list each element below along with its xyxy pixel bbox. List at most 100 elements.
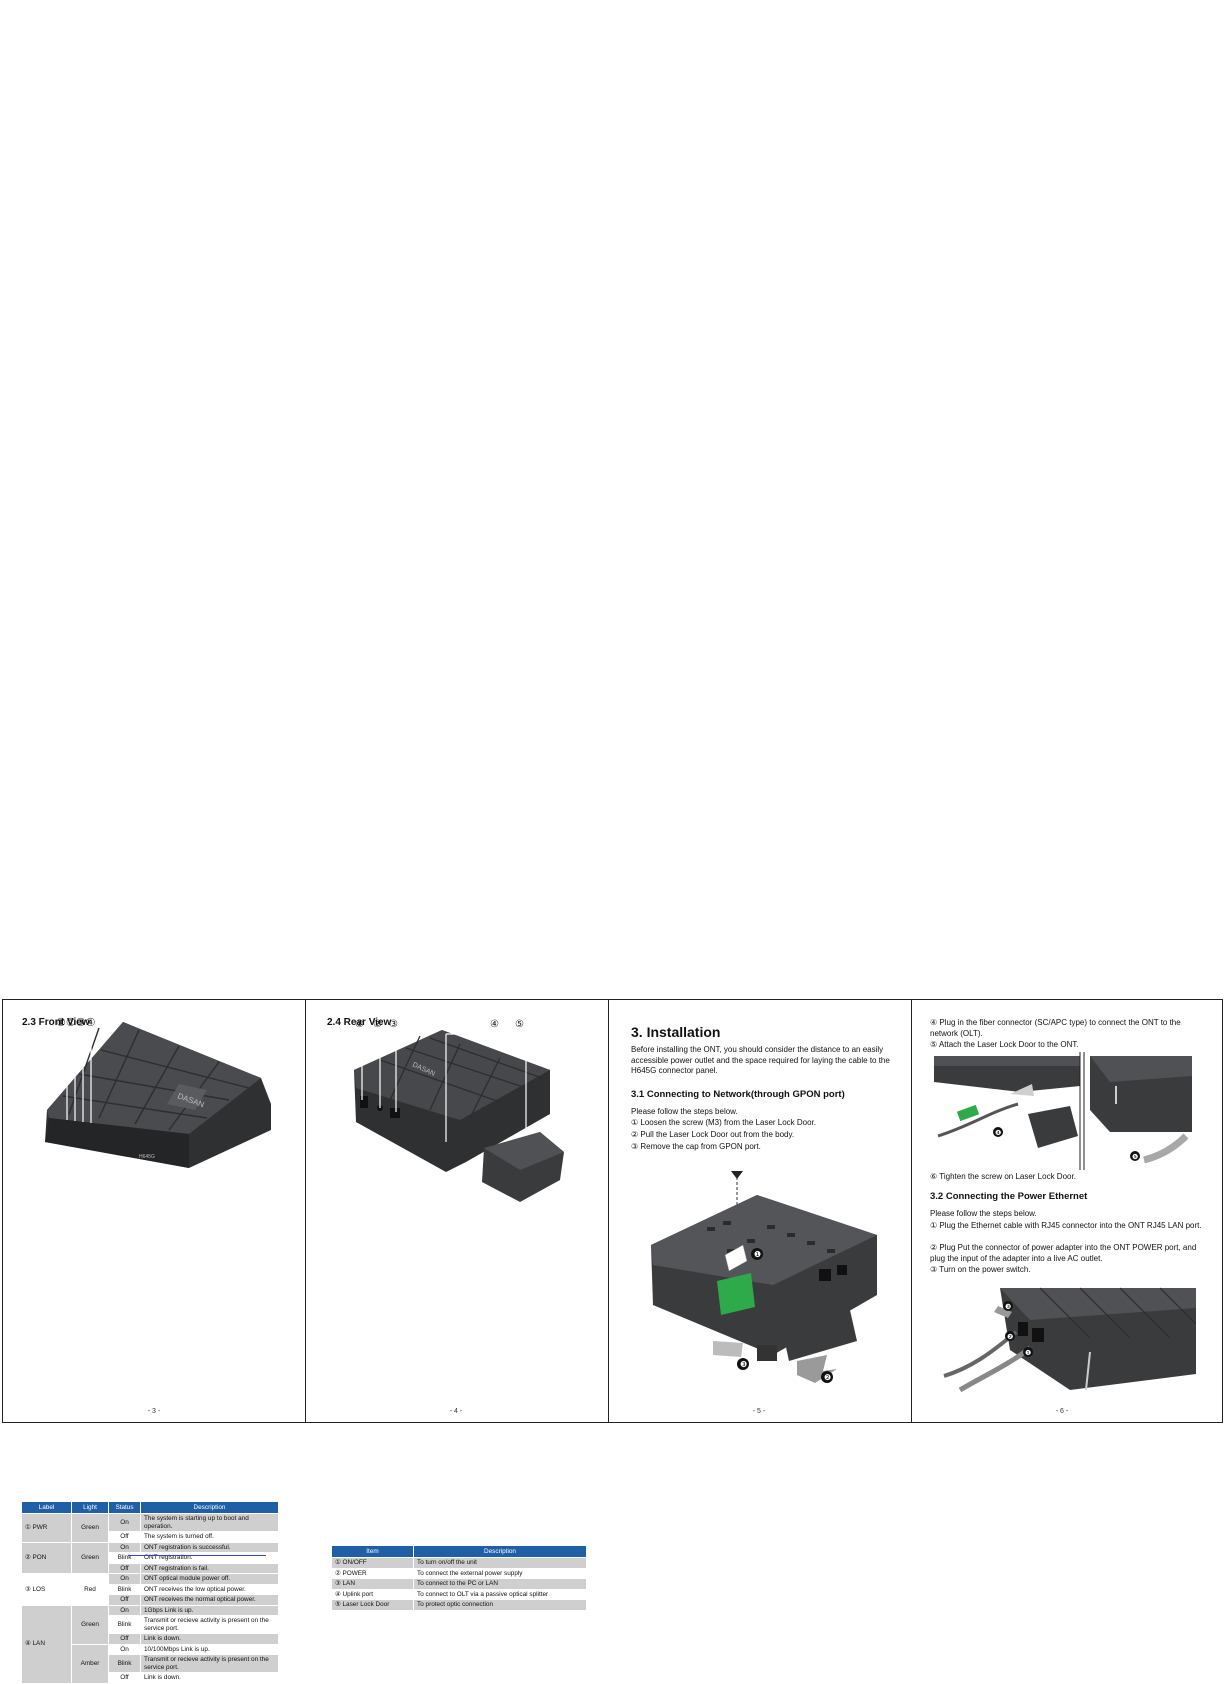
cell-status: Blink [109, 1616, 140, 1633]
page-divider [608, 1000, 609, 1422]
step-3: ③ Remove the cap from GPON port. [631, 1142, 761, 1151]
front-led-table: Label Light Status Description ① PWR Gre… [21, 1501, 279, 1684]
cell-status: Off [109, 1595, 140, 1605]
cell-desc: To connect the external power supply [414, 1568, 586, 1578]
cell-desc: Link is down. [141, 1634, 278, 1644]
marker-5: ❺ [1132, 1153, 1138, 1161]
cell-status: Off [109, 1634, 140, 1644]
cell-status: Blink [109, 1584, 140, 1594]
marker-1: ❶ [1025, 1349, 1031, 1357]
cell-light: Amber [72, 1644, 108, 1683]
cell-desc: To connect to the PC or LAN [414, 1579, 586, 1589]
th-status: Status [109, 1502, 140, 1513]
step-6: ⑥ Tighten the screw on Laser Lock Door. [930, 1172, 1076, 1181]
cell-desc: 1Gbps Link is up. [141, 1605, 278, 1615]
subsection-heading: 3.2 Connecting the Power Ethernet [930, 1191, 1088, 1202]
steps-intro: Please follow the steps below. [631, 1107, 738, 1116]
cell-desc: Link is down. [141, 1673, 278, 1683]
step-1: ① Loosen the screw (M3) from the Laser L… [631, 1118, 817, 1127]
page-connections: ④ Plug in the fiber connector (SC/APC ty… [912, 1000, 1222, 1422]
cell-desc: The system is starting up to boot and op… [141, 1514, 278, 1531]
cell-light: Green [72, 1542, 108, 1573]
marker-2: ❷ [824, 1373, 831, 1382]
callout-numbers: ①②③④ [56, 1017, 96, 1029]
manual-spread: 2.3 Front View ①②③④ DASAN H645G Label Li… [2, 999, 1223, 1683]
cell-item: ① ON/OFF [332, 1558, 413, 1568]
marker-2: ❷ [1007, 1333, 1013, 1341]
cell-status: On [109, 1542, 140, 1552]
cell-item: ⑤ Laser Lock Door [332, 1600, 413, 1610]
rear-view-illustration: DASAN [354, 1030, 564, 1202]
cell-status: On [109, 1514, 140, 1531]
cell-desc: Transmit or recieve activity is present … [141, 1616, 278, 1633]
step-2: ② Pull the Laser Lock Door out from the … [631, 1130, 795, 1139]
cell-light: Green [72, 1605, 108, 1644]
page-installation: 3. Installation Before installing the ON… [609, 1000, 911, 1422]
cell-status: Off [109, 1673, 140, 1683]
cell-desc: ONT registration is successful. [141, 1542, 278, 1552]
callout-1: ① [355, 1019, 364, 1030]
page-front-view: 2.3 Front View ①②③④ DASAN H645G Label Li… [3, 1000, 305, 1683]
cell-status: Blink [109, 1553, 140, 1563]
page-number: - 3 - [147, 1408, 161, 1415]
cell-item: ④ Uplink port [332, 1589, 413, 1599]
cell-desc: ONT receives the low optical power. [141, 1584, 278, 1594]
th-light: Light [72, 1502, 108, 1513]
fiber-connect-illustration: ❹ ❺ [934, 1052, 1192, 1170]
step-5: ⑤ Attach the Laser Lock Door to the ONT. [930, 1040, 1079, 1049]
power-step-2: ② Plug Put the connector of power adapte… [930, 1243, 1197, 1263]
cell-light: Red [72, 1574, 108, 1605]
page-rear-view: 2.4 Rear View ① ② ③ ④ ⑤ DASAN Item [306, 1000, 608, 1610]
subsection-heading: 3.1 Connecting to Network(through GPON p… [631, 1089, 845, 1100]
page-number: - 5 - [752, 1408, 766, 1415]
marker-3: ❸ [740, 1360, 747, 1369]
power-step-3: ③ Turn on the power switch. [930, 1265, 1031, 1274]
th-item: Item [332, 1546, 413, 1557]
cell-status: Blink [109, 1655, 140, 1672]
cell-label: ② PON [22, 1542, 71, 1573]
cell-desc: To protect optic connection [414, 1600, 586, 1610]
cell-label: ④ LAN [22, 1605, 71, 1683]
marker-1: ❶ [754, 1250, 761, 1259]
section-heading: 2.3 Front View [22, 1017, 90, 1028]
page-number: - 4 - [449, 1408, 463, 1415]
cell-status: On [109, 1605, 140, 1615]
cell-desc: ONT registration is fail. [141, 1563, 278, 1573]
cell-status: On [109, 1574, 140, 1584]
callout-3: ③ [389, 1019, 398, 1030]
page-divider [305, 1000, 306, 1422]
power-connect-illustration: ❸ ❷ ❶ [943, 1287, 1196, 1393]
callout-2: ② [373, 1019, 382, 1030]
marker-3: ❸ [1005, 1303, 1011, 1311]
page-number: - 6 - [1055, 1408, 1069, 1415]
cell-desc: The system is turned off. [141, 1532, 278, 1542]
callout-5: ⑤ [515, 1019, 524, 1030]
cell-light: Green [72, 1514, 108, 1542]
model-text: H645G [139, 1154, 155, 1160]
intro-paragraph: Before installing the ONT, you should co… [631, 1045, 890, 1075]
cell-desc: 10/100Mbps Link is up. [141, 1644, 278, 1654]
cell-desc: ONT receives the normal optical power. [141, 1595, 278, 1605]
callout-4: ④ [490, 1019, 499, 1030]
page-divider [911, 1000, 912, 1422]
th-description: Description [414, 1546, 586, 1557]
cell-item: ② POWER [332, 1568, 413, 1578]
cell-label: ③ LOS [22, 1574, 71, 1605]
cell-item: ③ LAN [332, 1579, 413, 1589]
gpon-install-illustration: ❶ ❷ ❸ [651, 1171, 877, 1383]
th-description: Description [141, 1502, 278, 1513]
cell-status: Off [109, 1532, 140, 1542]
cell-label: ① PWR [22, 1514, 71, 1542]
cell-status: On [109, 1644, 140, 1654]
chapter-heading: 3. Installation [631, 1024, 721, 1040]
front-view-illustration: DASAN H645G [45, 1022, 271, 1168]
step-4: ④ Plug in the fiber connector (SC/APC ty… [930, 1018, 1181, 1038]
section-heading: 2.4 Rear View [327, 1017, 392, 1028]
steps-intro: Please follow the steps below. [930, 1209, 1037, 1218]
cell-desc: Transmit or recieve activity is present … [141, 1655, 278, 1672]
cell-desc: To connect to OLT via a passive optical … [414, 1589, 586, 1599]
cell-desc: To turn on/off the unit [414, 1558, 586, 1568]
footer-link-underline[interactable] [128, 1555, 266, 1556]
cell-status: Off [109, 1563, 140, 1573]
